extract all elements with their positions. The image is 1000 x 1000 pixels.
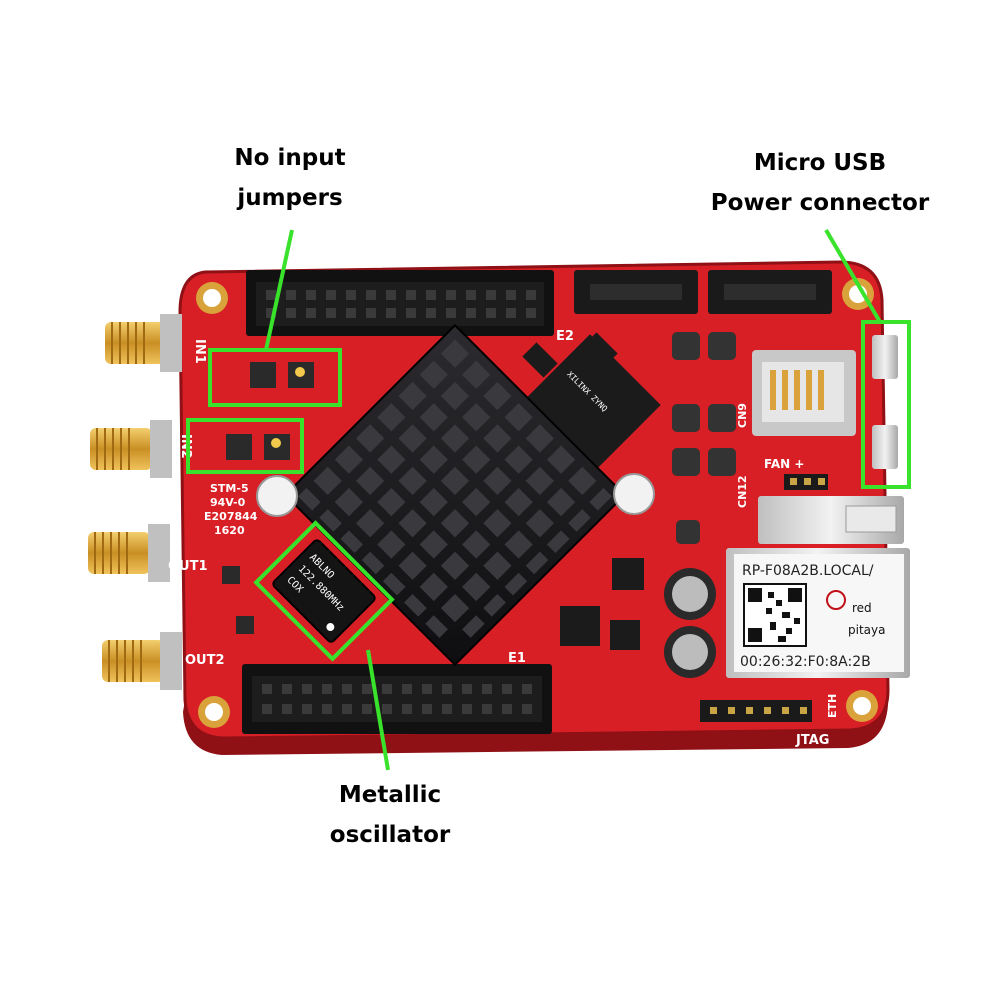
label-cn9: CN9 [736, 403, 749, 428]
sticker-mac: 00:26:32:F0:8A:2B [740, 654, 871, 670]
highlight-box-jumpers-in2 [186, 418, 304, 474]
highlight-box-jumpers-in1 [208, 348, 342, 407]
sd-card-slot [752, 350, 856, 436]
logo-text-red: red [852, 601, 872, 615]
callout-line: oscillator [329, 822, 451, 848]
jtag-header [700, 700, 812, 722]
silk-stm: STM-5 [210, 482, 249, 495]
mounting-hole [198, 696, 230, 728]
inductor [672, 404, 700, 432]
small-chip [582, 332, 618, 368]
usb-a-connector [758, 496, 904, 544]
highlight-box-usb [861, 320, 911, 489]
leader-line-jumpers [264, 229, 294, 351]
sma-connector-out2 [102, 632, 182, 690]
callout-micro-usb: Micro USB Power connector [690, 143, 950, 223]
label-e2: E2 [556, 329, 574, 344]
capacitor [664, 626, 716, 678]
inductor [672, 332, 700, 360]
callout-line: Power connector [710, 190, 930, 216]
micro-usb-connector [872, 335, 898, 379]
heatsink-pin [613, 473, 655, 515]
metallic-oscillator: ABLNO 122.880MHz COX [272, 539, 376, 643]
label-cn12: CN12 [736, 475, 749, 508]
sata-connector [574, 270, 698, 314]
small-chip [522, 342, 558, 378]
dac-component [236, 616, 254, 634]
leader-line-oscillator [366, 649, 390, 771]
sticker-hostname: RP-F08A2B.LOCAL/ [742, 563, 874, 579]
logo-text-pitaya: pitaya [848, 623, 885, 637]
ethernet-jack [726, 548, 910, 678]
label-fan: FAN + [764, 457, 804, 471]
label-out1: OUT1 [168, 559, 208, 574]
small-chip [612, 558, 644, 590]
mounting-hole [196, 282, 228, 314]
capacitor [664, 568, 716, 620]
silk-code: E207844 [204, 510, 258, 523]
sma-connector-out1 [88, 524, 170, 582]
mounting-hole [846, 690, 878, 722]
silk-date: 1620 [214, 524, 245, 537]
label-out2: OUT2 [185, 653, 225, 668]
label-eth: ETH [826, 694, 839, 718]
small-chip [560, 606, 600, 646]
adc-component [264, 434, 290, 460]
header-e1 [242, 664, 552, 734]
callout-line: Micro USB [753, 150, 887, 176]
callout-metallic-oscillator: Metallic oscillator [300, 775, 480, 855]
adc-component [250, 362, 276, 388]
inductor [676, 520, 700, 544]
small-chip [610, 620, 640, 650]
callout-line: jumpers [237, 185, 343, 211]
sata-connector [708, 270, 832, 314]
label-jtag: JTAG [795, 733, 829, 748]
label-in1: IN1 [192, 339, 207, 364]
callout-line: No input [234, 145, 346, 171]
dac-component [222, 566, 240, 584]
header-e2 [246, 270, 554, 336]
callout-no-input-jumpers: No input jumpers [190, 138, 390, 218]
label-e1: E1 [508, 651, 526, 666]
fan-header [784, 474, 828, 490]
qr-code [743, 583, 807, 647]
heatsink-pin [256, 475, 298, 517]
highlight-box-oscillator [253, 520, 395, 662]
micro-usb-connector [872, 425, 898, 469]
label-in2: IN2 [178, 434, 193, 459]
leader-line-usb [824, 228, 882, 324]
inductor [708, 448, 736, 476]
adc-component [226, 434, 252, 460]
inductor [708, 332, 736, 360]
adc-component [288, 362, 314, 388]
red-pitaya-logo: red pitaya [826, 590, 885, 637]
callout-line: Metallic [338, 782, 442, 808]
inductor [708, 404, 736, 432]
sma-connector-in2 [90, 420, 172, 478]
silk-rating: 94V-0 [210, 496, 246, 509]
sma-connector-in1 [105, 314, 182, 372]
inductor [672, 448, 700, 476]
